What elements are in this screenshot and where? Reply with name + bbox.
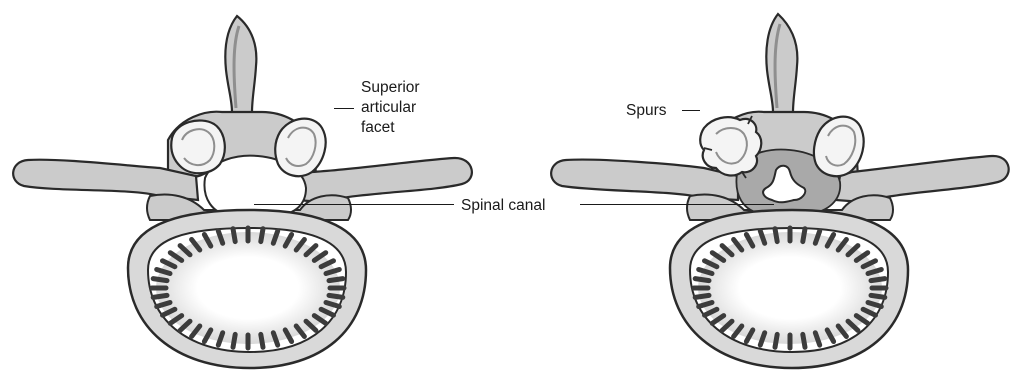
annulus-stripe — [775, 229, 777, 242]
annulus-stripe — [153, 295, 167, 297]
leader-spinal-canal-left — [254, 204, 454, 205]
annulus-stripe — [261, 334, 263, 347]
label-spinal-canal: Spinal canal — [461, 196, 545, 215]
annulus-stripe — [329, 295, 343, 297]
transverse-process-right-2 — [836, 156, 1009, 202]
right-facet — [275, 119, 325, 177]
annulus-stripe — [871, 279, 885, 281]
normal-vertebra — [13, 16, 472, 368]
stenosis-vertebra — [551, 14, 1009, 368]
leader-spinal-canal-right — [580, 204, 774, 205]
leader-spurs — [682, 110, 700, 111]
label-articular: articular — [361, 98, 416, 117]
annulus-stripe — [695, 279, 709, 281]
left-facet — [171, 120, 225, 173]
annulus-stripe — [775, 334, 777, 347]
annulus-stripe — [803, 334, 805, 347]
annulus-stripe — [233, 229, 235, 242]
annulus-stripe — [329, 279, 343, 281]
annulus-stripe — [871, 295, 885, 297]
label-spurs: Spurs — [626, 101, 667, 120]
leader-superior-facet — [334, 108, 354, 109]
annulus-stripe — [261, 229, 263, 242]
annulus-stripe — [695, 295, 709, 297]
vertebral-disc-normal — [128, 210, 366, 368]
annulus-stripe — [153, 279, 167, 281]
label-superior: Superior — [361, 78, 420, 97]
annulus-stripe — [233, 334, 235, 347]
annulus-stripe — [803, 229, 805, 242]
label-facet: facet — [361, 118, 395, 137]
vertebral-disc-stenosis — [670, 210, 908, 368]
